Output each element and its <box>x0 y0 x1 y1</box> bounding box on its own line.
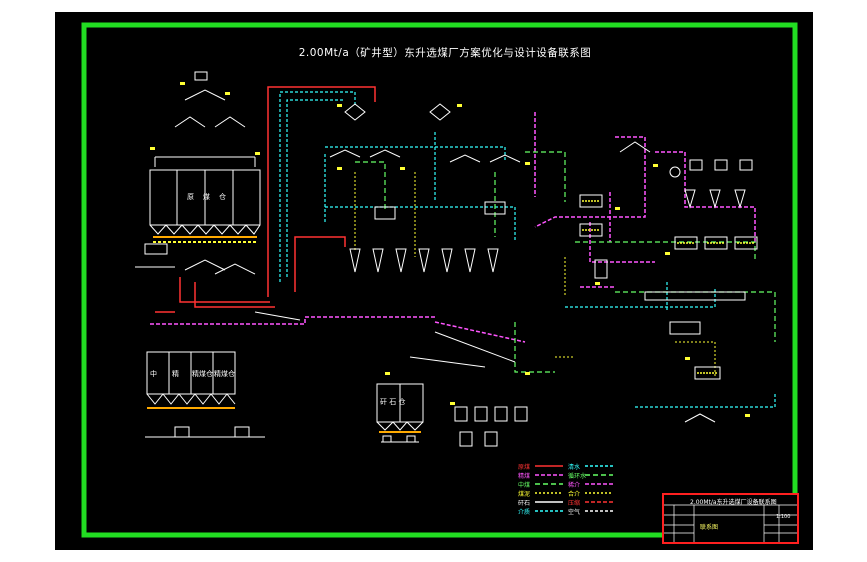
drawing-frame <box>81 22 798 538</box>
flowsheet-diagram <box>81 22 798 538</box>
product-bin-label-2: 精 <box>172 370 179 378</box>
title-block-name: 联系图 <box>700 524 719 531</box>
legend-right-0: 清水 <box>568 464 581 471</box>
legend-right-5: 空气 <box>568 509 581 516</box>
product-bin-label-3: 精煤仓 <box>192 370 213 378</box>
legend-right-4: 压缩 <box>568 500 581 507</box>
clean-coal-circuits <box>150 112 756 343</box>
raw-coal-bins <box>149 169 261 235</box>
drawing-canvas: 2.00Mt/a（矿井型）东升选煤厂方案优化与设计设备联系图 原 煤 仓 中 精… <box>55 12 813 550</box>
refuse-bin <box>376 383 424 443</box>
raw-coal-receiving <box>154 71 256 167</box>
raw-bin-label-3: 仓 <box>219 193 226 201</box>
central-equipment <box>329 103 521 273</box>
refuse-bin-label: 矸 石 仓 <box>380 398 406 406</box>
product-bins <box>145 351 265 438</box>
title-block-grid <box>664 504 797 542</box>
title-block-heading: 2.00Mt/a东升选煤厂设备联系图 <box>690 499 777 506</box>
legend-left-swatches <box>535 465 563 512</box>
water-circuits <box>279 91 776 408</box>
legend-right-2: 稀介 <box>568 482 581 489</box>
title-block-scale: 1:100 <box>776 514 791 520</box>
drawing-title: 2.00Mt/a（矿井型）东升选煤厂方案优化与设计设备联系图 <box>298 47 592 59</box>
raw-bin-feeders <box>153 236 257 243</box>
filter-press-stripes <box>582 200 755 374</box>
product-bin-label-4: 精煤仓 <box>214 370 235 378</box>
product-bin-label-1: 中 <box>150 370 157 378</box>
legend-left-5: 介质 <box>518 509 531 516</box>
belt-conveyors <box>254 311 516 368</box>
raw-coal-lines <box>155 86 376 313</box>
legend-left-0: 原煤 <box>518 464 531 471</box>
legend-left-2: 中煤 <box>518 482 531 489</box>
legend-right-3: 合介 <box>568 491 581 498</box>
title-block: 2.00Mt/a东升选煤厂设备联系图 联系图 1:100 <box>662 493 799 544</box>
legend-left-3: 煤泥 <box>518 491 531 498</box>
legend-left-1: 精煤 <box>518 473 531 480</box>
pump-group <box>454 406 528 447</box>
equipment-tags <box>150 82 750 417</box>
middlings-circuits <box>355 151 776 373</box>
legend-left-4: 矸石 <box>518 500 531 507</box>
slime-circuits <box>354 172 716 377</box>
flotation-section <box>579 141 758 423</box>
screening-unit <box>135 243 256 275</box>
raw-bin-label-1: 原 <box>187 193 194 201</box>
legend-right-1: 循环水 <box>568 473 587 480</box>
raw-bin-label-2: 煤 <box>203 193 210 201</box>
legend-right-swatches <box>585 465 613 512</box>
